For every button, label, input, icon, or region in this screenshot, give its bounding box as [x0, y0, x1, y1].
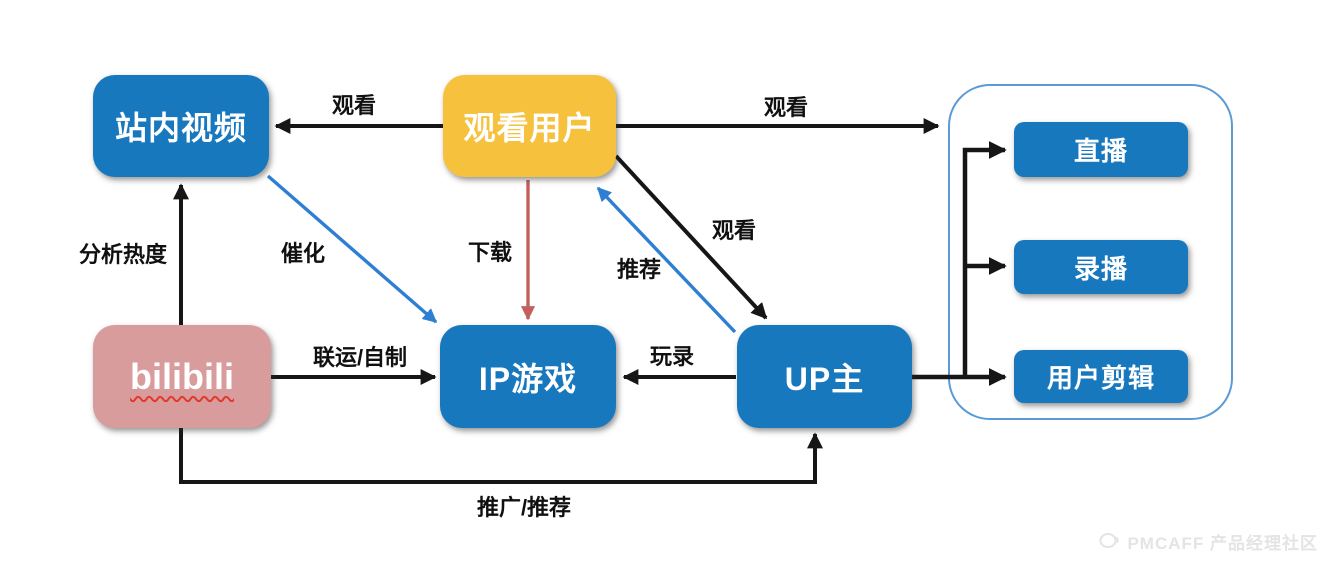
label-watch-to-content: 观看	[763, 95, 809, 120]
node-up-host-label: UP主	[784, 360, 865, 397]
node-ip-game: IP游戏	[440, 325, 616, 428]
label-watch-to-video: 观看	[331, 93, 377, 118]
watermark-text: PMCAFF 产品经理社区	[1127, 534, 1318, 553]
node-viewer: 观看用户	[443, 75, 616, 177]
node-user-clip: 用户剪辑	[1014, 350, 1188, 403]
node-bilibili-label: bilibili	[130, 355, 234, 397]
node-onsite-video: 站内视频	[93, 75, 269, 177]
node-up-host: UP主	[737, 325, 912, 428]
node-onsite-video-label: 站内视频	[114, 110, 247, 146]
label-joint-publish: 联运/自制	[312, 345, 408, 370]
node-bilibili: bilibili	[93, 325, 271, 428]
watermark: PMCAFF 产品经理社区	[1099, 529, 1318, 554]
edge-recommend	[596, 186, 737, 334]
label-download: 下载	[467, 240, 513, 265]
up-content-group-frame	[948, 84, 1233, 420]
edge-promote	[179, 428, 823, 484]
node-user-clip-label: 用户剪辑	[1046, 363, 1155, 393]
label-recommend: 推荐	[616, 257, 662, 282]
label-catalyze: 催化	[280, 241, 326, 266]
node-live: 直播	[1014, 122, 1188, 177]
coffee-cup-icon	[1099, 533, 1120, 548]
edge-catalyze	[266, 174, 438, 324]
node-viewer-label: 观看用户	[463, 110, 596, 146]
label-analyze-heat: 分析热度	[78, 242, 168, 267]
node-live-label: 直播	[1073, 136, 1128, 166]
edge-up-to-live	[962, 141, 1007, 377]
label-promote: 推广/推荐	[476, 495, 572, 520]
node-ip-game-label: IP游戏	[478, 360, 578, 397]
label-play-record: 玩录	[649, 344, 695, 369]
node-recorded-label: 录播	[1073, 253, 1128, 284]
edge-watch-up-host	[614, 154, 768, 320]
label-watch-up-host: 观看	[711, 218, 757, 243]
node-recorded: 录播	[1014, 240, 1188, 294]
